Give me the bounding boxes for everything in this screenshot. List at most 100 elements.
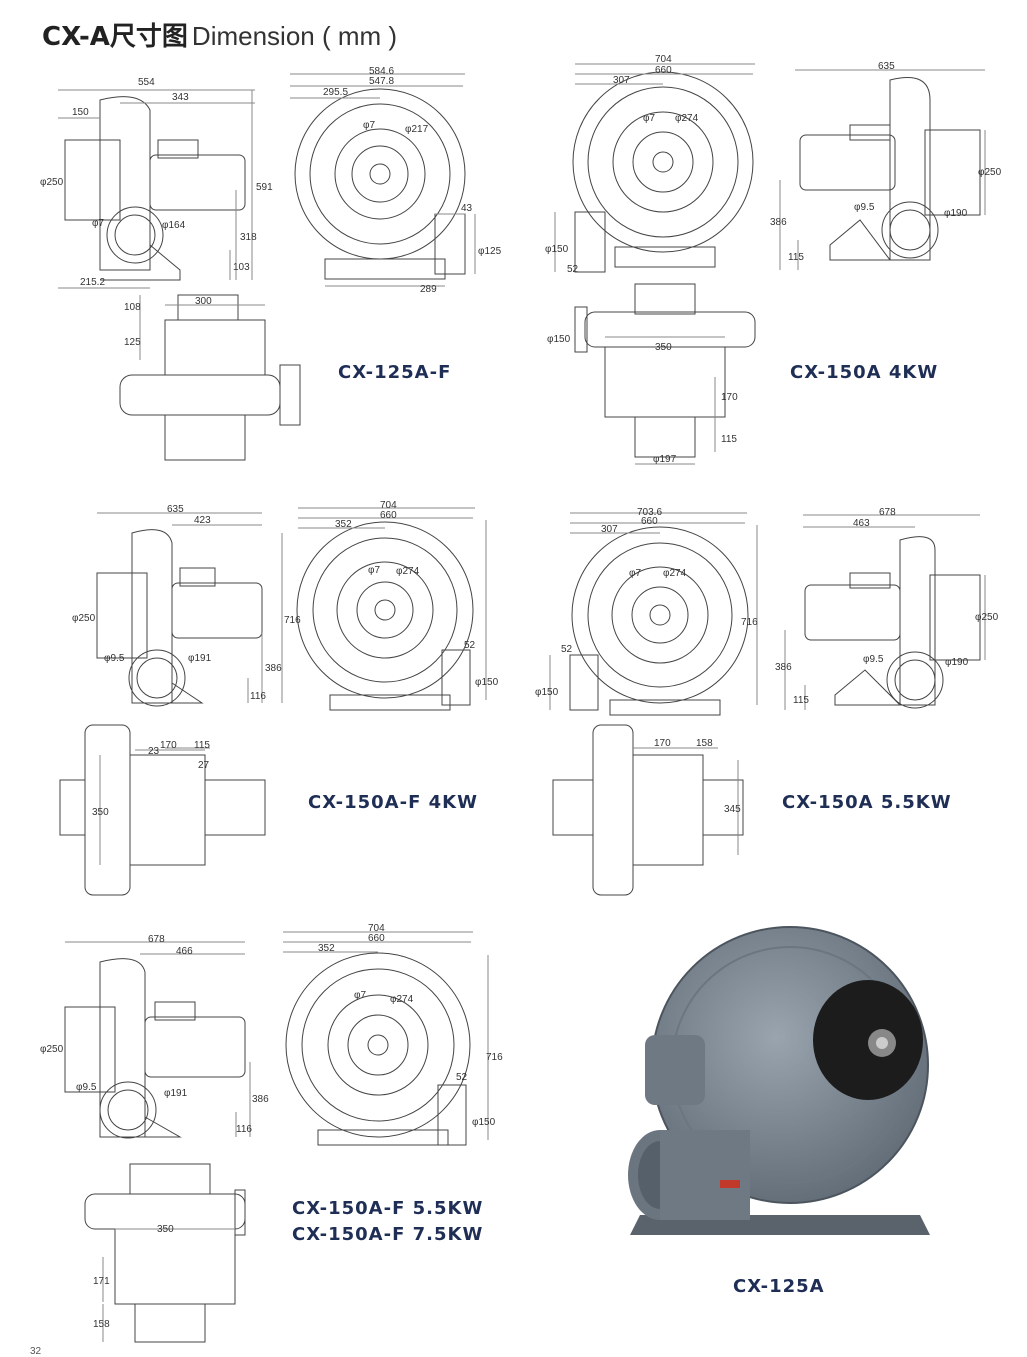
- cx150af55kw-top-view: 350 171 158: [84, 1163, 246, 1343]
- dim-text: 52: [561, 644, 573, 655]
- dim-text: 108: [124, 302, 141, 313]
- dim-text: 350: [157, 1224, 174, 1235]
- dim-text: 170: [654, 738, 671, 749]
- dim-text: φ250: [72, 613, 96, 624]
- dim-text: 547.8: [369, 76, 394, 87]
- dim-text: 318: [240, 232, 257, 243]
- dim-text: 678: [879, 507, 896, 518]
- dim-text: 635: [878, 61, 895, 72]
- dim-text: 584.6: [369, 66, 394, 77]
- dim-text: φ9.5: [104, 653, 125, 664]
- dim-text: 171: [93, 1276, 110, 1287]
- dim-text: 352: [318, 943, 335, 954]
- dim-text: 103: [233, 262, 250, 273]
- dim-text: 703.6: [637, 507, 662, 518]
- dim-text: φ217: [405, 124, 429, 135]
- cx150a4kw-top-view: 350 170 115 φ150 φ197: [547, 283, 756, 465]
- model-label-cx125a: CX-125A: [733, 1276, 825, 1297]
- cx125af-top-view: 300 108 125: [119, 294, 301, 461]
- dim-text: 352: [335, 519, 352, 530]
- dim-text: 116: [236, 1124, 252, 1135]
- dim-text: 158: [93, 1319, 110, 1330]
- dim-text: 386: [775, 662, 792, 673]
- dim-text: 150: [72, 107, 89, 118]
- dim-text: φ274: [663, 568, 687, 579]
- dim-text: φ250: [40, 1044, 64, 1055]
- dim-text: 660: [380, 510, 397, 521]
- dim-text: φ9.5: [863, 654, 884, 665]
- cx150af55kw-side-view: 678 466 386 116 φ250 φ9.5 φ191: [40, 934, 269, 1139]
- dim-text: 289: [420, 284, 437, 295]
- dim-text: 115: [721, 434, 737, 445]
- dim-text: 350: [92, 807, 109, 818]
- dim-text: 23: [148, 746, 160, 757]
- dim-text: 423: [194, 515, 211, 526]
- dim-text: φ190: [945, 657, 969, 668]
- dim-text: φ125: [478, 246, 502, 257]
- dim-text: φ274: [396, 566, 420, 577]
- dim-text: 350: [655, 342, 672, 353]
- dim-text: φ250: [40, 177, 64, 188]
- dim-text: φ7: [92, 218, 104, 229]
- dim-text: φ7: [643, 113, 655, 124]
- dim-text: 716: [741, 617, 758, 628]
- dim-text: 307: [613, 75, 630, 86]
- dim-text: 386: [265, 663, 282, 674]
- model-label-cx125af: CX-125A-F: [338, 362, 452, 383]
- cx125a-product-photo: [628, 926, 930, 1235]
- dim-text: φ7: [354, 990, 366, 1001]
- model-label-cx150af55kw: CX-150A-F 5.5KW: [292, 1198, 484, 1219]
- cx150a4kw-side-view: 635 386 115 φ250 φ9.5 φ190: [770, 61, 1002, 270]
- model-label-cx150af75kw: CX-150A-F 7.5KW: [292, 1224, 484, 1245]
- dim-text: 27: [198, 760, 210, 771]
- dim-text: 386: [770, 217, 787, 228]
- dim-text: φ164: [162, 220, 186, 231]
- dim-text: 704: [368, 923, 385, 934]
- dim-text: 115: [194, 740, 210, 751]
- dim-text: 660: [655, 65, 672, 76]
- model-label-cx150a4kw: CX-150A 4KW: [790, 362, 939, 383]
- dim-text: φ274: [390, 994, 414, 1005]
- dim-text: φ150: [535, 687, 559, 698]
- dim-text: 295.5: [323, 87, 348, 98]
- dim-text: 215.2: [80, 277, 105, 288]
- model-label-cx150a55kw: CX-150A 5.5KW: [782, 792, 952, 813]
- dim-text: φ150: [547, 334, 571, 345]
- cx125af-front-view: 584.6 547.8 295.5 43 289 φ7 φ217 φ125: [290, 66, 502, 295]
- cx150a55kw-side-view: 678 463 386 115 φ250 φ9.5 φ190: [775, 507, 999, 710]
- dim-text: 660: [368, 933, 385, 944]
- cx150af55kw-front-view: 704 660 352 716 52 φ7 φ274 φ150: [283, 923, 503, 1146]
- dim-text: 115: [788, 252, 804, 263]
- dim-text: 52: [567, 264, 579, 275]
- title-sub: Dimension ( mm ): [191, 21, 398, 51]
- dim-text: 345: [724, 804, 741, 815]
- dim-text: 635: [167, 504, 184, 515]
- cx150af4kw-side-view: 635 423 716 386 116 φ250 φ9.5 φ191: [72, 504, 301, 707]
- dim-text: 466: [176, 946, 193, 957]
- dim-text: φ9.5: [76, 1082, 97, 1093]
- dim-text: φ250: [978, 167, 1002, 178]
- title-main: CX-A尺寸图: [42, 22, 188, 52]
- dim-text: 716: [284, 615, 301, 626]
- dim-text: φ9.5: [854, 202, 875, 213]
- dim-text: 386: [252, 1094, 269, 1105]
- cx150a4kw-front-view: 704 660 307 52 φ7 φ274 φ150: [545, 54, 755, 275]
- dim-text: φ150: [472, 1117, 496, 1128]
- cx150a55kw-top-view: 170 158 345: [552, 724, 744, 896]
- dim-text: φ250: [975, 612, 999, 623]
- model-label-cx150af4kw: CX-150A-F 4KW: [308, 792, 478, 813]
- cx150a55kw-front-view: 703.6 660 307 716 52 φ7 φ274 φ150: [535, 507, 758, 716]
- dim-text: 660: [641, 516, 658, 527]
- dim-text: φ191: [188, 653, 212, 664]
- dim-text: φ150: [475, 677, 499, 688]
- cx150af4kw-front-view: 704 660 352 52 φ7 φ274 φ150: [296, 500, 499, 711]
- cx125af-side-view: 554 343 150 591 318 103 215.2 φ250 φ7 φ1…: [40, 77, 273, 289]
- dim-text: 125: [124, 337, 141, 348]
- dim-text: 116: [250, 691, 266, 702]
- dim-text: φ7: [363, 120, 375, 131]
- dim-text: 704: [380, 500, 397, 511]
- dim-text: 716: [486, 1052, 503, 1063]
- dim-text: φ7: [629, 568, 641, 579]
- page-number: 32: [30, 1346, 42, 1357]
